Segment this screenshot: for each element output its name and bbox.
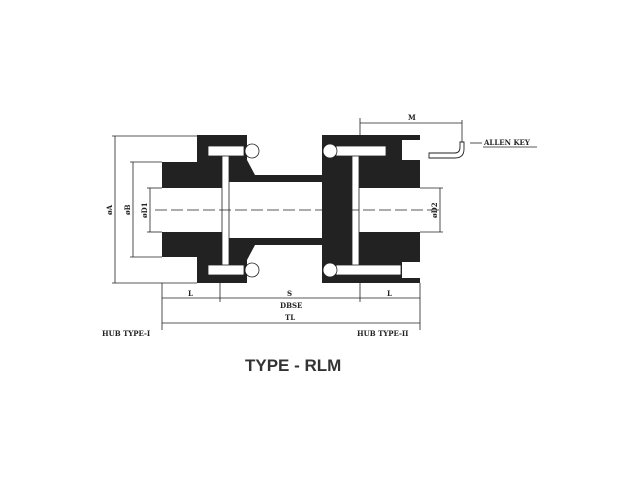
dim-phi-d2: øD2 bbox=[430, 202, 439, 218]
bolts bbox=[207, 143, 402, 278]
allen-key-icon bbox=[428, 141, 537, 159]
dim-tl: TL bbox=[285, 313, 295, 322]
hub-type-1-label: HUB TYPE-I bbox=[102, 329, 150, 338]
dim-phi-a: øA bbox=[105, 204, 114, 215]
dim-phi-b: øB bbox=[123, 204, 132, 215]
dim-dbse: DBSE bbox=[280, 301, 302, 310]
dim-m: M bbox=[408, 113, 416, 122]
drawing-title: TYPE - RLM bbox=[245, 356, 341, 375]
hub-type-2-label: HUB TYPE-II bbox=[357, 329, 408, 338]
dim-phi-d1: øD1 bbox=[140, 202, 149, 218]
dim-s: S bbox=[287, 289, 292, 298]
dim-l-left: L bbox=[188, 289, 193, 298]
right-hub bbox=[322, 135, 420, 283]
allen-key-label: ALLEN KEY bbox=[483, 138, 531, 147]
horizontal-dimensions bbox=[161, 118, 463, 330]
dim-l-right: L bbox=[387, 289, 392, 298]
vertical-dimensions bbox=[112, 135, 443, 284]
